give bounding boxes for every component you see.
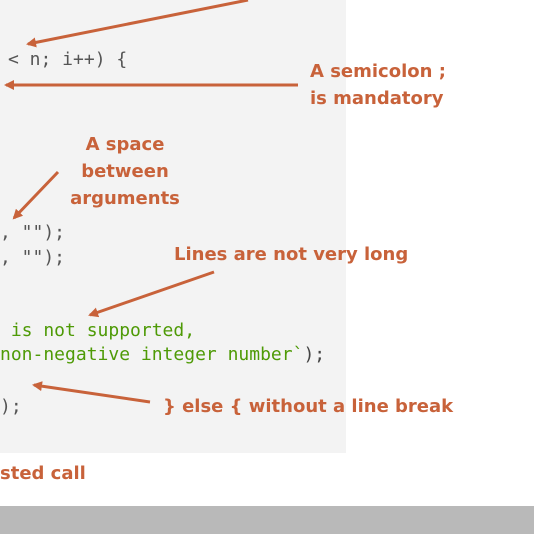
code-text: );	[0, 396, 22, 417]
code-string: is not supported,	[0, 320, 196, 341]
annotation-line: is mandatory	[310, 88, 444, 109]
annotation-line: A space	[85, 134, 165, 155]
code-line-string-1: is not supported,	[0, 320, 195, 342]
code-text: , "");	[0, 247, 66, 268]
annotation-nested-call: sted call	[0, 463, 86, 484]
code-line-for-loop: < n; i++) {	[8, 49, 127, 71]
arrow-top	[26, 0, 249, 48]
code-string: non-negative integer number`	[0, 344, 304, 365]
arrow-else	[32, 381, 151, 404]
annotation-else-without-break: } else { without a line break	[163, 396, 454, 417]
code-text: < n; i++) {	[8, 49, 128, 70]
annotation-semicolon: A semicolon ; is mandatory	[310, 58, 446, 112]
annotation-space-between-arguments: A space between arguments	[70, 131, 180, 212]
annotation-line: between	[81, 161, 169, 182]
code-line-close: );	[0, 396, 22, 418]
code-line-args-1: , "");	[0, 222, 65, 244]
arrow-lines-long	[88, 270, 215, 318]
code-line-string-2: non-negative integer number`);	[0, 344, 325, 366]
code-panel: < n; i++) { , ""); , ""); is not support…	[0, 0, 346, 453]
code-line-args-2: , "");	[0, 247, 65, 269]
code-text: );	[303, 344, 326, 365]
arrow-space	[12, 170, 60, 220]
annotation-lines-not-long: Lines are not very long	[174, 244, 409, 265]
bottom-scrollbar[interactable]	[0, 506, 534, 534]
code-text: , "");	[0, 222, 66, 243]
annotation-line: arguments	[70, 188, 180, 209]
annotation-line: A semicolon ;	[310, 61, 446, 82]
